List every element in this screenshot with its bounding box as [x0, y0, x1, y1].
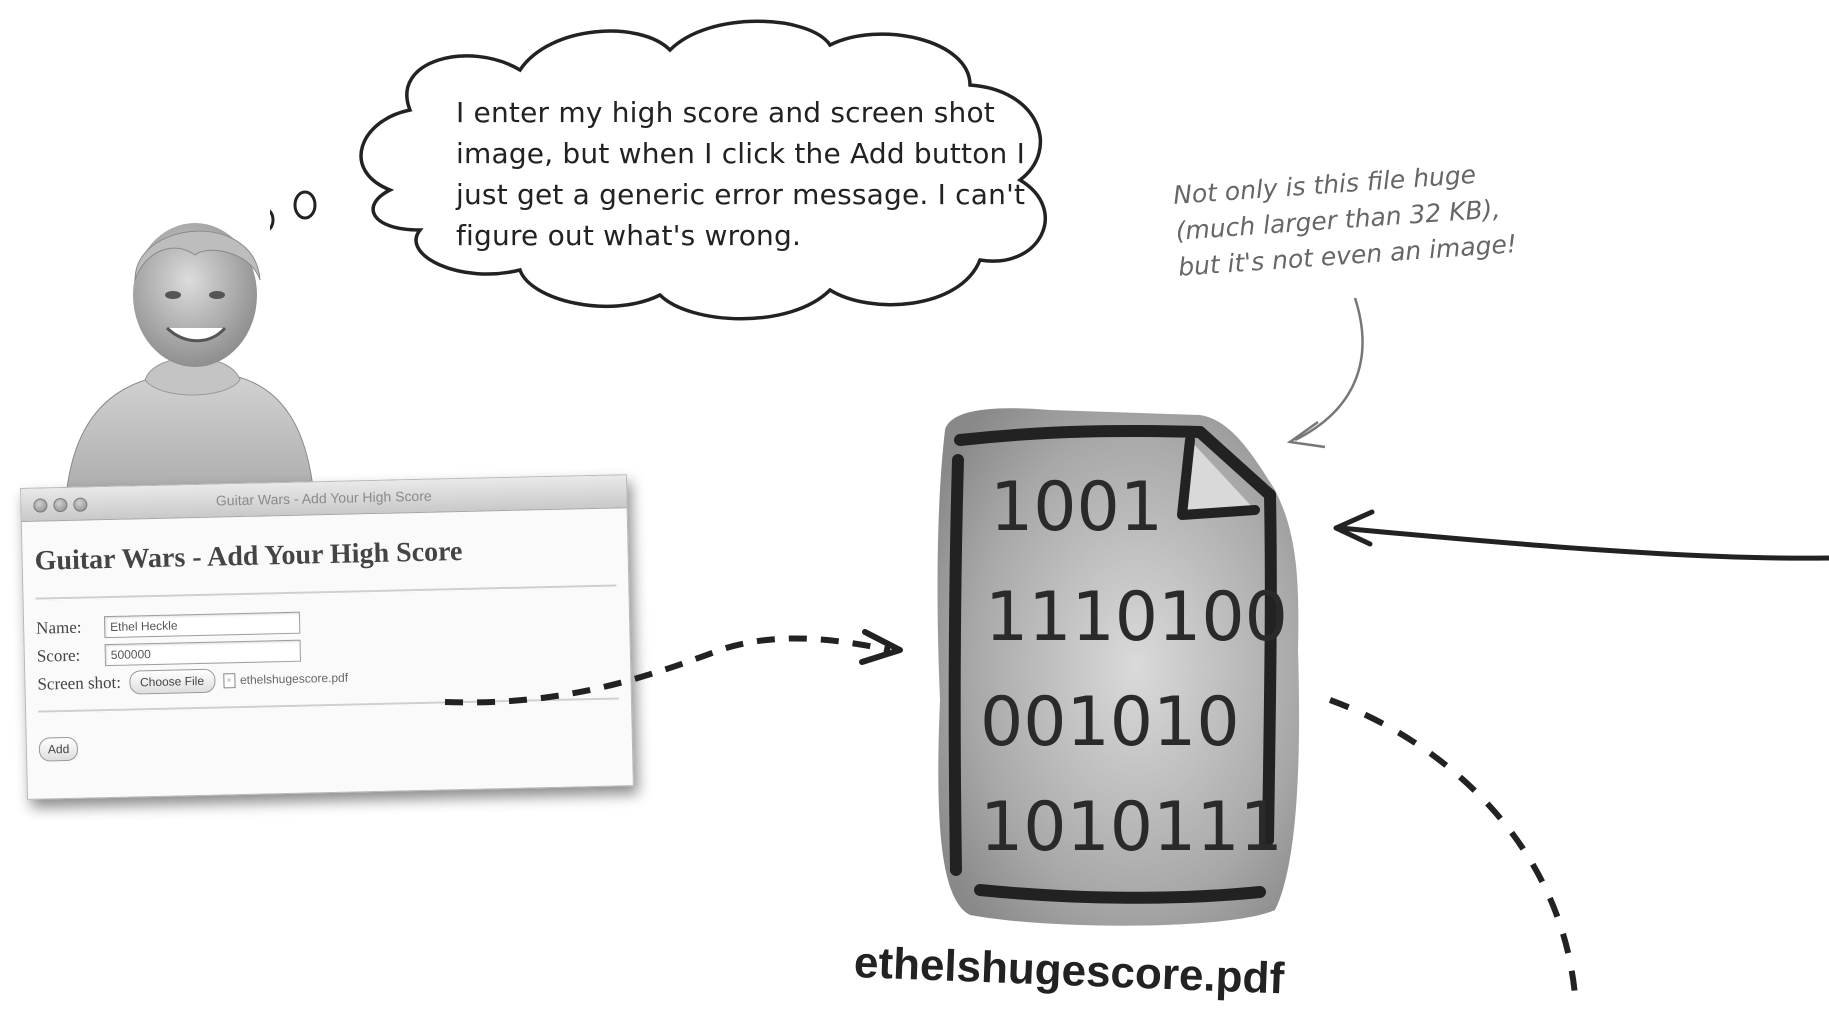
file-icon: ≡: [222, 672, 236, 688]
window-title: Guitar Wars - Add Your High Score: [215, 487, 432, 509]
divider: [38, 697, 619, 714]
browser-window: Guitar Wars - Add Your High Score Guitar…: [20, 474, 634, 800]
binary-line: 1001: [990, 468, 1163, 547]
annotation: Not only is this file huge (much larger …: [1172, 150, 1579, 286]
score-label: Score:: [36, 645, 81, 666]
thought-bubble-icon: [270, 19, 1047, 321]
divider: [35, 584, 617, 601]
page-title: Guitar Wars - Add Your High Score: [34, 535, 463, 577]
thought-bubble-text: I enter my high score and screen shot im…: [456, 96, 1026, 252]
arrow-head-icon: [859, 629, 903, 665]
score-field[interactable]: 500000: [104, 639, 302, 667]
binary-line: 1110100: [985, 578, 1288, 657]
person-photo-icon: [64, 223, 316, 510]
binary-line: 1010111: [980, 788, 1283, 867]
file-caption: ethelshugescore.pdf: [853, 938, 1285, 1004]
name-field[interactable]: Ethel Heckle: [103, 611, 301, 639]
selected-file-name: ethelshugescore.pdf: [239, 670, 349, 688]
add-button[interactable]: Add: [38, 736, 79, 762]
screenshot-label: Screen shot:: [37, 672, 122, 694]
document-icon: 1001 1110100 001010 1010111: [937, 408, 1300, 926]
arrow-head-icon: [1333, 509, 1375, 547]
name-label: Name:: [35, 617, 82, 638]
choose-file-button[interactable]: Choose File: [128, 668, 216, 695]
binary-line: 001010: [980, 683, 1240, 762]
